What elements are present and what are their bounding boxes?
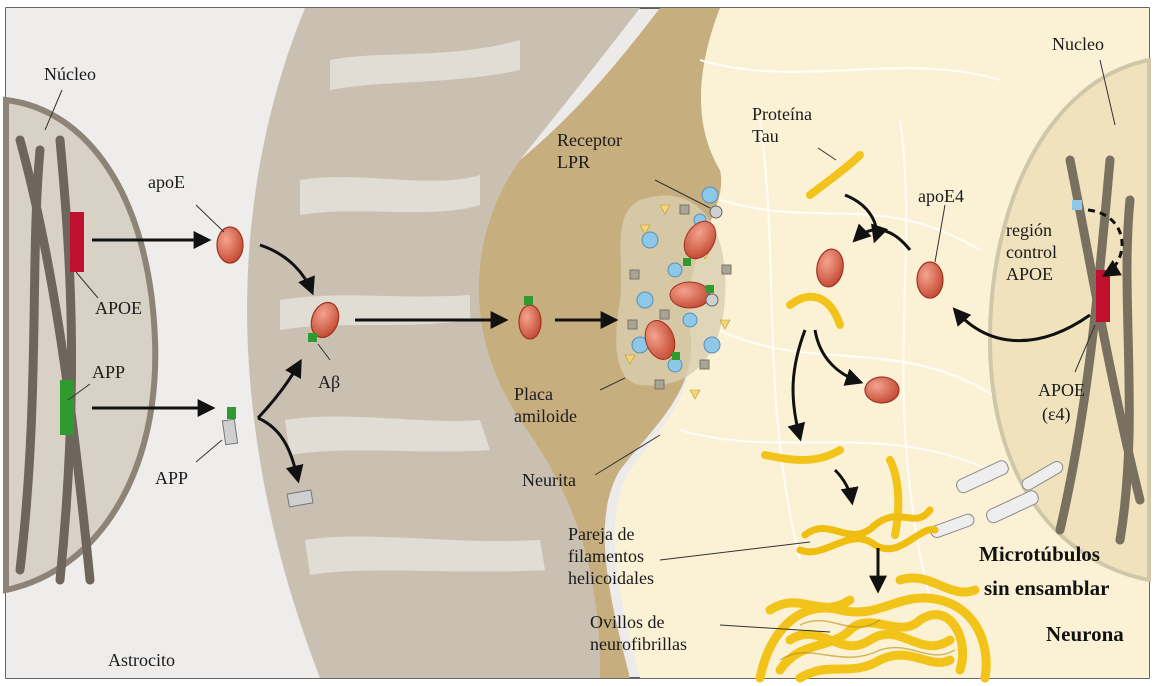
label-placa-2: amiloide	[514, 406, 577, 427]
control-region-right	[1072, 200, 1082, 210]
label-apoe4: apoE4	[918, 186, 964, 207]
label-region-1: región	[1006, 220, 1052, 241]
label-proteina-1: Proteína	[752, 104, 812, 125]
label-nucleo-left: Núcleo	[44, 64, 96, 85]
apoe-gene-right	[1096, 270, 1110, 322]
label-apoe: apoE	[148, 172, 185, 193]
label-pareja-3: helicoidales	[568, 568, 654, 589]
label-proteina-2: Tau	[752, 126, 779, 147]
label-region-3: APOE	[1006, 264, 1053, 285]
apoe-gene-left	[70, 212, 84, 272]
label-receptor-2: LPR	[557, 152, 590, 173]
label-apoe-e4-2: (ε4)	[1042, 404, 1071, 425]
label-nucleo-right: Nucleo	[1052, 34, 1104, 55]
label-ovillos-2: neurofibrillas	[590, 634, 687, 655]
label-microtubulos-1: Microtúbulos	[979, 542, 1100, 566]
label-apoe-e4-1: APOE	[1038, 380, 1085, 401]
label-neurita: Neurita	[522, 470, 576, 491]
label-pareja-1: Pareja de	[568, 524, 634, 545]
label-neurona: Neurona	[1046, 622, 1124, 646]
label-app-gene: APP	[92, 362, 125, 383]
label-region-2: control	[1006, 242, 1057, 263]
label-pareja-2: filamentos	[568, 546, 644, 567]
label-astrocito: Astrocito	[108, 650, 175, 671]
label-ovillos-1: Ovillos de	[590, 612, 665, 633]
app-gene-left	[60, 380, 74, 435]
label-receptor-1: Receptor	[557, 130, 622, 151]
label-microtubulos-2: sin ensamblar	[984, 576, 1109, 600]
label-apoe-gene: APOE	[95, 298, 142, 319]
label-placa-1: Placa	[514, 384, 553, 405]
label-app-protein: APP	[155, 468, 188, 489]
label-abeta: Aβ	[318, 372, 340, 393]
